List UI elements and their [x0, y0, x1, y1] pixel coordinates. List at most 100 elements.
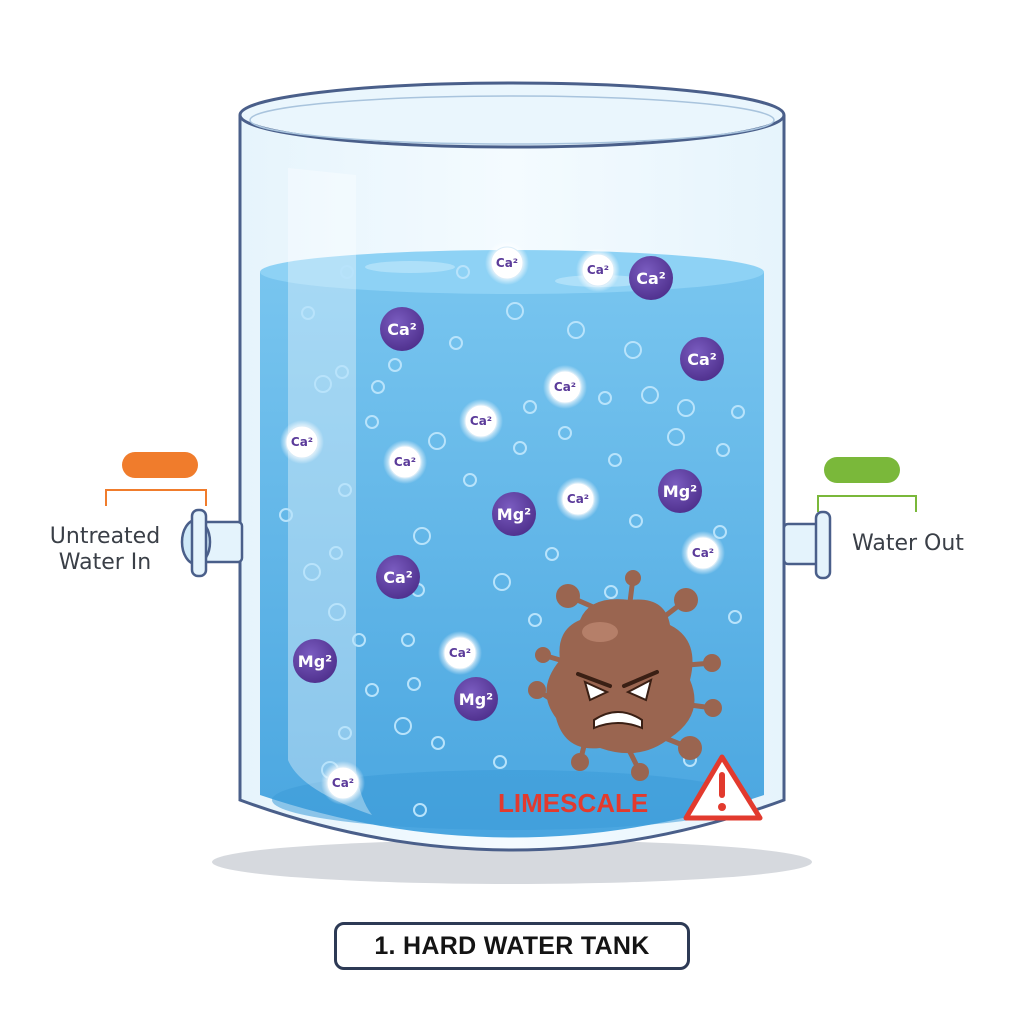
- bubble: [301, 306, 315, 320]
- calcium-ion-label: Ca²: [636, 269, 666, 288]
- calcium-white-ion-label: Ca²: [470, 414, 492, 428]
- calcium-ion-label: Ca²: [387, 320, 417, 339]
- calcium-ion-label: Ca²: [383, 568, 413, 587]
- bubble: [567, 321, 585, 339]
- bubble: [641, 386, 659, 404]
- calcium-white-ion-label: Ca²: [291, 435, 313, 449]
- outlet-label: Water Out: [852, 531, 964, 556]
- calcium-white-ion-2: Ca²: [543, 365, 587, 409]
- bubble: [667, 428, 685, 446]
- outlet-color-tag: [824, 457, 900, 483]
- calcium-white-ion-label: Ca²: [496, 256, 518, 270]
- inlet-label-line2: Water In: [58, 550, 152, 575]
- bubble: [728, 610, 742, 624]
- bubble: [428, 432, 446, 450]
- calcium-white-ion-3: Ca²: [459, 399, 503, 443]
- bubble: [604, 585, 618, 599]
- calcium-white-ion-label: Ca²: [692, 546, 714, 560]
- bubble: [413, 527, 431, 545]
- magnesium-ion-label: Mg²: [298, 652, 332, 671]
- tank-bottom-water: [272, 770, 752, 830]
- bubble: [394, 717, 412, 735]
- bubble: [303, 563, 321, 581]
- warning-icon: [683, 754, 763, 821]
- limescale-label: LIMESCALE: [498, 788, 648, 818]
- bubble: [371, 380, 385, 394]
- bubble: [523, 400, 537, 414]
- bubble: [528, 613, 542, 627]
- magnesium-ion-label: Mg²: [663, 482, 697, 501]
- bubble: [388, 358, 402, 372]
- calcium-ion-0: Ca²: [629, 256, 673, 300]
- bubble: [340, 265, 354, 279]
- bubble: [558, 426, 572, 440]
- outlet-bracket: [817, 495, 917, 512]
- bubble: [431, 736, 445, 750]
- bubble: [338, 483, 352, 497]
- bubble: [506, 302, 524, 320]
- bubble: [456, 265, 470, 279]
- calcium-white-ion-label: Ca²: [332, 776, 354, 790]
- calcium-white-ion-label: Ca²: [394, 455, 416, 469]
- bubble: [279, 508, 293, 522]
- bubble: [513, 441, 527, 455]
- bubble: [314, 375, 332, 393]
- magnesium-ion-2: Mg²: [293, 639, 337, 683]
- calcium-ion-1: Ca²: [380, 307, 424, 351]
- calcium-ion-3: Ca²: [376, 555, 420, 599]
- calcium-white-ion-label: Ca²: [449, 646, 471, 660]
- calcium-white-ion-1: Ca²: [576, 248, 620, 292]
- calcium-white-ion-6: Ca²: [556, 477, 600, 521]
- calcium-white-ion-9: Ca²: [321, 761, 365, 805]
- calcium-white-ion-label: Ca²: [587, 263, 609, 277]
- bubble: [493, 755, 507, 769]
- page-title: 1. HARD WATER TANK: [374, 931, 650, 960]
- bubble: [401, 633, 415, 647]
- limescale-germ-icon: [528, 570, 722, 781]
- bubble: [716, 443, 730, 457]
- bubble: [328, 603, 346, 621]
- bubble: [624, 341, 642, 359]
- calcium-white-ion-label: Ca²: [567, 492, 589, 506]
- bubble: [598, 391, 612, 405]
- inlet-bracket: [105, 489, 207, 506]
- bubble: [493, 573, 511, 591]
- bubble: [413, 803, 427, 817]
- magnesium-ion-0: Mg²: [492, 492, 536, 536]
- magnesium-ion-label: Mg²: [497, 505, 531, 524]
- bubble: [338, 726, 352, 740]
- tank-rim: [238, 81, 786, 149]
- calcium-ion-2: Ca²: [680, 337, 724, 381]
- calcium-white-ion-5: Ca²: [383, 440, 427, 484]
- magnesium-ion-3: Mg²: [454, 677, 498, 721]
- magnesium-ion-label: Mg²: [459, 690, 493, 709]
- title-box: 1. HARD WATER TANK: [334, 922, 690, 970]
- bubble: [629, 514, 643, 528]
- calcium-white-ion-label: Ca²: [554, 380, 576, 394]
- calcium-white-ion-0: Ca²: [485, 241, 529, 285]
- calcium-ion-label: Ca²: [687, 350, 717, 369]
- calcium-white-ion-7: Ca²: [681, 531, 725, 575]
- bubble: [329, 546, 343, 560]
- bubble: [463, 473, 477, 487]
- bubble: [407, 677, 421, 691]
- magnesium-ion-1: Mg²: [658, 469, 702, 513]
- tank-shadow: [212, 840, 812, 884]
- outlet-pipe: [782, 510, 832, 580]
- bubble: [449, 336, 463, 350]
- calcium-white-ion-4: Ca²: [280, 420, 324, 464]
- bubble: [352, 633, 366, 647]
- bubble: [713, 525, 727, 539]
- bubble: [365, 415, 379, 429]
- calcium-white-ion-8: Ca²: [438, 631, 482, 675]
- inlet-label: Untreated Water In: [30, 524, 180, 576]
- inlet-pipe: [180, 508, 244, 578]
- bubble: [608, 453, 622, 467]
- bubble: [677, 399, 695, 417]
- inlet-color-tag: [122, 452, 198, 478]
- bubbles: [279, 265, 745, 817]
- bubble: [731, 405, 745, 419]
- bubble: [335, 365, 349, 379]
- bubble: [545, 547, 559, 561]
